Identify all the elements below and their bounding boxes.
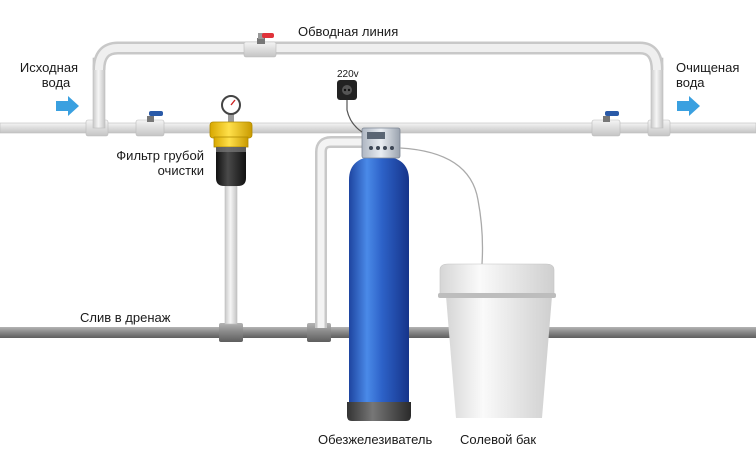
voltage-label: 220v [337,69,359,80]
brine-tube [399,147,484,265]
outlet-valve-icon [603,111,619,122]
clean-water-label-line2: вода [676,75,705,90]
drain-label: Слив в дренаж [80,310,171,325]
source-water-label: Исходная вода [14,60,84,90]
deironer-tank [315,127,411,421]
coarse-filter [209,95,253,325]
outflow-arrow-icon [677,96,700,116]
coarse-filter-label-line1: Фильтр грубой [116,148,204,163]
power-cable [346,100,363,133]
bypass-line-label: Обводная линия [298,24,399,39]
source-water-label-line2: вода [41,75,71,90]
bypass-pipe [92,41,664,129]
coarse-filter-label-line2: очистки [157,163,204,178]
brine-tank [438,263,556,418]
power-socket-icon [337,80,357,100]
clean-water-label-line1: Очищеная [676,60,740,75]
source-water-label-line1: Исходная [19,60,79,75]
clean-water-label: Очищеная вода [676,60,739,90]
coarse-filter-label: Фильтр грубой очистки [96,148,204,178]
inlet-valve-icon [147,111,163,122]
brine-tank-label: Солевой бак [460,432,537,447]
bypass-valve-icon [257,33,274,44]
deironer-label: Обезжелезиватель [318,432,433,447]
inflow-arrow-icon [56,96,79,116]
